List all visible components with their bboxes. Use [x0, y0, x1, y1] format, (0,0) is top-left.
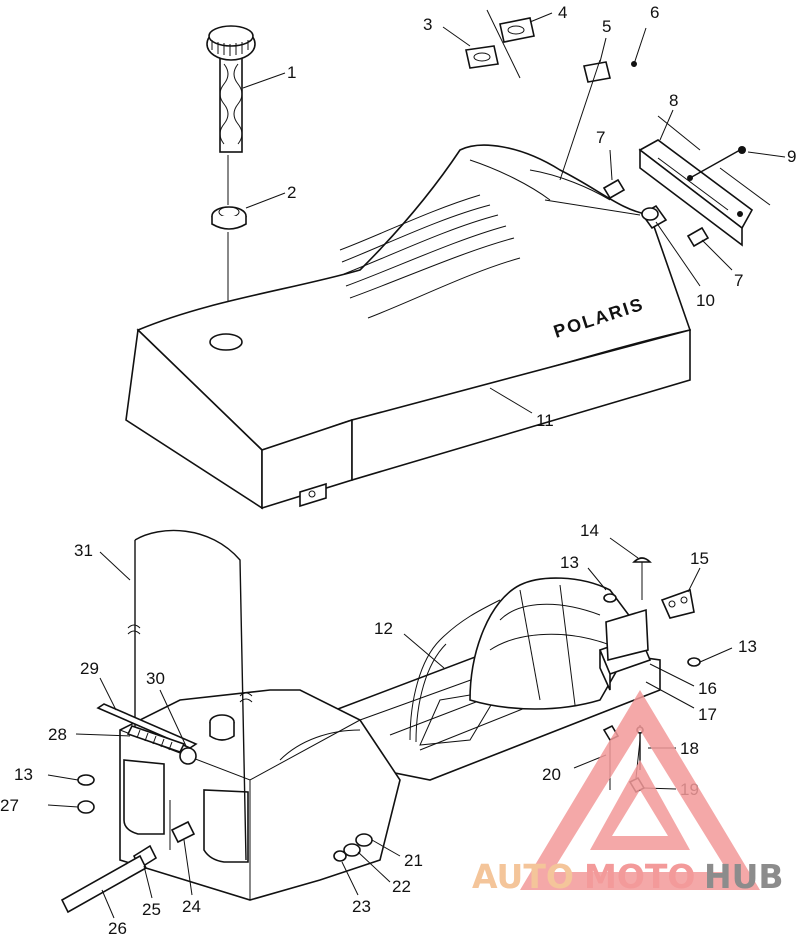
callout-12: 12	[374, 619, 393, 638]
callout-14: 14	[580, 521, 599, 540]
nut-part-13-upper	[603, 593, 617, 603]
callout-7-lower: 7	[734, 271, 743, 290]
leader-lines	[47, 12, 786, 919]
callout-18: 18	[680, 739, 699, 758]
callout-31: 31	[74, 541, 93, 560]
watermark-moto: MOTO	[584, 857, 695, 896]
plate-part-17	[605, 608, 649, 662]
oil-tank-body	[119, 689, 401, 901]
plate-part-5	[583, 61, 611, 83]
screw-part-6	[631, 27, 647, 67]
callout-26: 26	[108, 919, 127, 936]
bracket-part-15	[660, 588, 695, 619]
watermark-hub: HUB	[704, 857, 784, 896]
plate-part-3	[465, 45, 499, 69]
callout-4: 4	[558, 3, 567, 22]
pin-part-7-lower	[686, 226, 710, 248]
nut-part-13-right	[687, 657, 701, 667]
callout-28: 28	[48, 725, 67, 744]
tank-base-part-12	[328, 577, 661, 781]
callout-20: 20	[542, 765, 561, 784]
watermark-text: AUTO MOTO HUB	[472, 857, 784, 896]
rivet-part-14	[632, 557, 652, 600]
fitting-part-21	[355, 833, 373, 847]
nut-part-27	[77, 800, 95, 814]
callout-1: 1	[287, 63, 296, 82]
callout-15: 15	[690, 549, 709, 568]
callout-13-left: 13	[14, 765, 33, 784]
watermark-triangle-inner-icon	[590, 760, 690, 850]
callout-13-upper: 13	[560, 553, 579, 572]
fitting-part-30	[179, 747, 197, 765]
plate-part-4	[499, 17, 535, 43]
callout-21: 21	[404, 851, 423, 870]
watermark-auto: AUTO	[472, 857, 574, 896]
callout-24: 24	[182, 897, 201, 916]
callout-8: 8	[669, 91, 678, 110]
callout-23: 23	[352, 897, 371, 916]
tank-filler-neck	[209, 714, 235, 741]
callout-9: 9	[787, 147, 796, 166]
bracket-part-8	[638, 115, 771, 247]
callout-13-right: 13	[738, 637, 757, 656]
watermark-logo	[520, 690, 760, 890]
callout-3: 3	[423, 15, 432, 34]
filler-cap-part-1	[206, 25, 256, 153]
callout-10: 10	[696, 291, 715, 310]
callout-16: 16	[698, 679, 717, 698]
callout-29: 29	[80, 659, 99, 678]
callout-11: 11	[536, 411, 554, 430]
pin-part-7-upper	[602, 178, 626, 200]
washer-part-13-left	[77, 774, 95, 786]
callout-17: 17	[698, 705, 717, 724]
callout-2: 2	[287, 183, 296, 202]
watermark-triangle-outer-icon	[520, 690, 760, 890]
callout-7-upper: 7	[596, 128, 605, 147]
callout-25: 25	[142, 900, 161, 919]
axis-line-3-4	[486, 9, 521, 79]
fitting-part-22	[343, 843, 361, 857]
callout-labels: 1 2 3 4 5 6 7 8 9 7 10 11 31 14 13 15 12…	[0, 3, 796, 936]
callout-6: 6	[650, 3, 659, 22]
callout-5: 5	[602, 17, 611, 36]
callout-22: 22	[392, 877, 411, 896]
pin-part-10	[640, 204, 668, 230]
grommet-part-2	[211, 206, 247, 230]
bolt-part-9	[689, 146, 746, 179]
callout-30: 30	[146, 669, 165, 688]
hose-part-26	[60, 854, 148, 914]
vent-hose-part-31	[127, 529, 253, 861]
callout-27: 27	[0, 796, 19, 815]
rail-part-28	[126, 725, 186, 753]
fitting-part-23	[333, 850, 347, 862]
seat-part-11	[125, 144, 692, 510]
clamp-part-24	[170, 820, 196, 844]
